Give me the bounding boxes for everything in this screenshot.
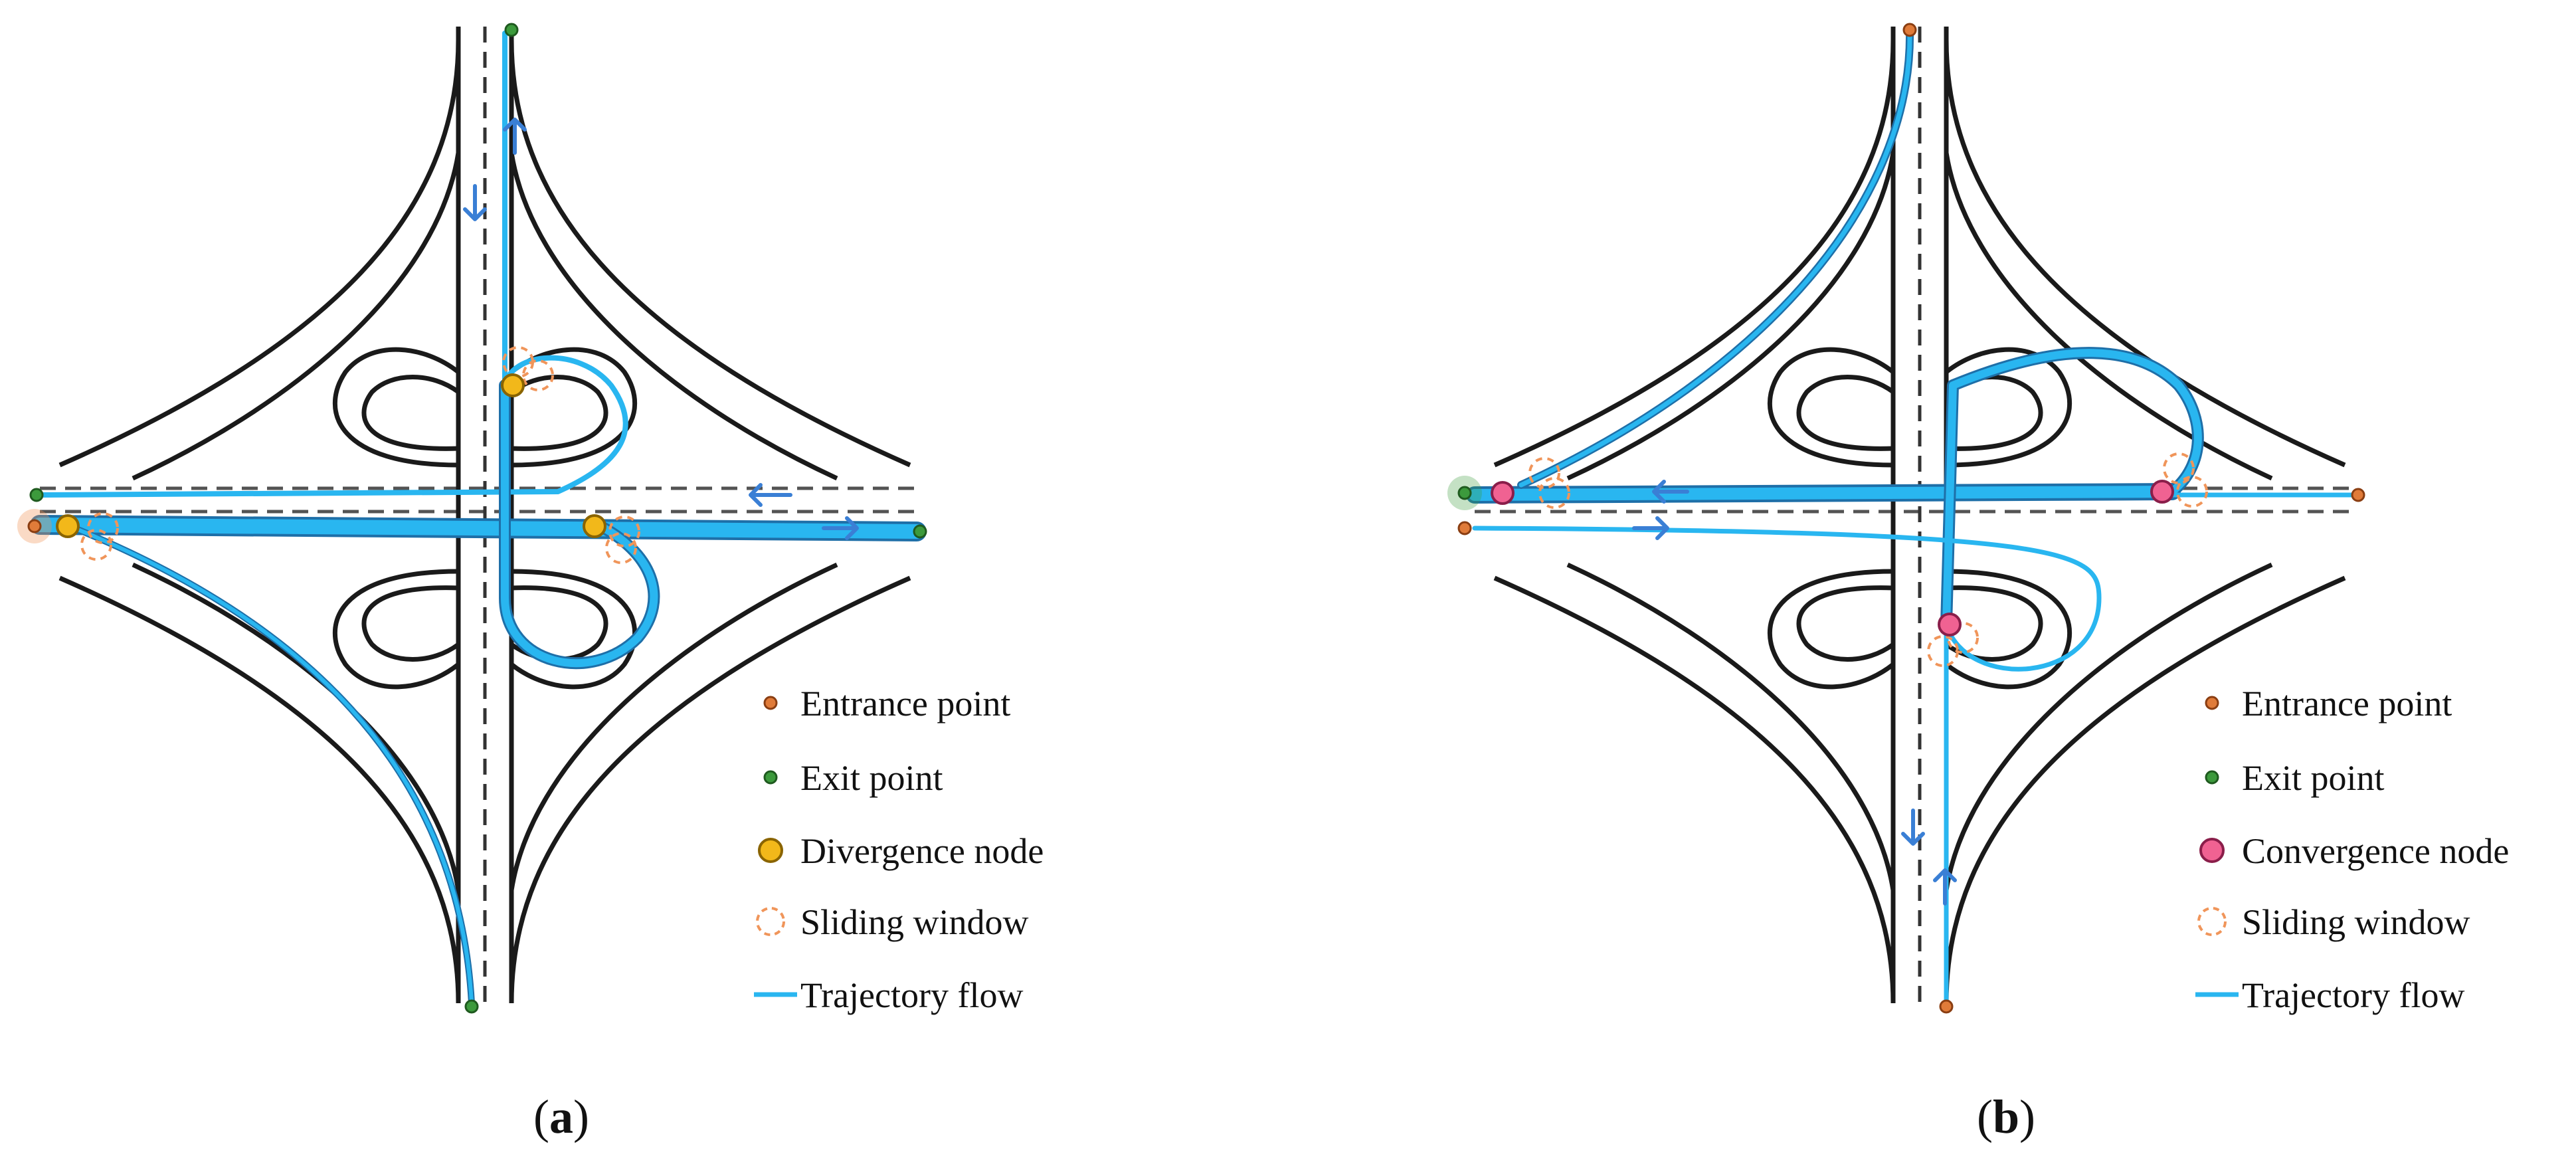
- legend-entrance-label: Entrance point: [800, 684, 1010, 723]
- panel-b: Entrance point Exit point Convergence no…: [1447, 23, 2509, 1143]
- legend-convergence-node-icon: [2199, 838, 2225, 863]
- arrow-down-icon: [1901, 809, 1925, 846]
- trajectory-flows: [1466, 26, 2357, 1006]
- sliding-windows: [80, 346, 640, 564]
- sliding-window-marker: [1528, 457, 1560, 489]
- direction-arrows: [1632, 480, 1957, 906]
- legend-node-label: Convergence node: [2242, 831, 2509, 871]
- direction-arrows: [463, 118, 859, 540]
- legend-exit-icon: [763, 770, 778, 785]
- panel-label-b: (b): [1977, 1090, 2035, 1143]
- arrow-up-icon: [503, 118, 527, 155]
- flow-south-west-ramp: [63, 522, 475, 1007]
- divergence-node-marker: [501, 373, 525, 397]
- legend-window-label: Sliding window: [2242, 902, 2470, 942]
- legend-exit-label: Exit point: [800, 758, 943, 798]
- sliding-windows: [1528, 452, 2208, 667]
- entrance-point-marker: [1902, 23, 1917, 37]
- legend-entrance-icon: [2205, 696, 2219, 710]
- legend-node-label: Divergence node: [800, 831, 1044, 871]
- legend-exit-icon: [2205, 770, 2219, 785]
- arrow-up-icon: [1933, 868, 1957, 906]
- legend-exit-label: Exit point: [2242, 758, 2385, 798]
- interchange-roads: [40, 27, 917, 1003]
- arrow-right-icon: [822, 516, 859, 540]
- divergence-nodes: [56, 373, 606, 538]
- flow-south-return: [1472, 526, 2102, 1006]
- legend-sliding-window-icon: [756, 907, 785, 936]
- legend-entrance-label: Entrance point: [2242, 684, 2452, 723]
- endpoints: [17, 23, 927, 1014]
- legend-divergence-node-icon: [758, 838, 783, 863]
- exit-point-marker: [504, 23, 519, 37]
- exit-point-marker: [1457, 486, 1472, 500]
- legend-flow-label: Trajectory flow: [2242, 975, 2464, 1015]
- legend-entrance-icon: [763, 696, 778, 710]
- trajectory-flows: [30, 31, 927, 1007]
- legend-sliding-window-icon: [2197, 907, 2227, 936]
- legend-window-label: Sliding window: [800, 902, 1029, 942]
- panel-label-a: (a): [533, 1090, 589, 1143]
- legend-b: Entrance point Exit point Convergence no…: [2195, 684, 2509, 1015]
- arrow-right-icon: [1632, 516, 1669, 540]
- convergence-node-marker: [1491, 481, 1515, 505]
- convergence-nodes: [1491, 480, 2174, 636]
- arrow-left-icon: [1652, 480, 1689, 504]
- legend-flow-label: Trajectory flow: [800, 975, 1023, 1015]
- endpoints: [1447, 23, 2365, 1014]
- arrow-down-icon: [463, 184, 487, 221]
- legend-a: Entrance point Exit point Divergence nod…: [754, 684, 1044, 1015]
- panel-a: Entrance point Exit point Divergence nod…: [17, 23, 1044, 1143]
- arrow-left-icon: [749, 483, 792, 507]
- entrance-point-marker: [27, 519, 42, 533]
- flow-top-exit: [37, 31, 628, 498]
